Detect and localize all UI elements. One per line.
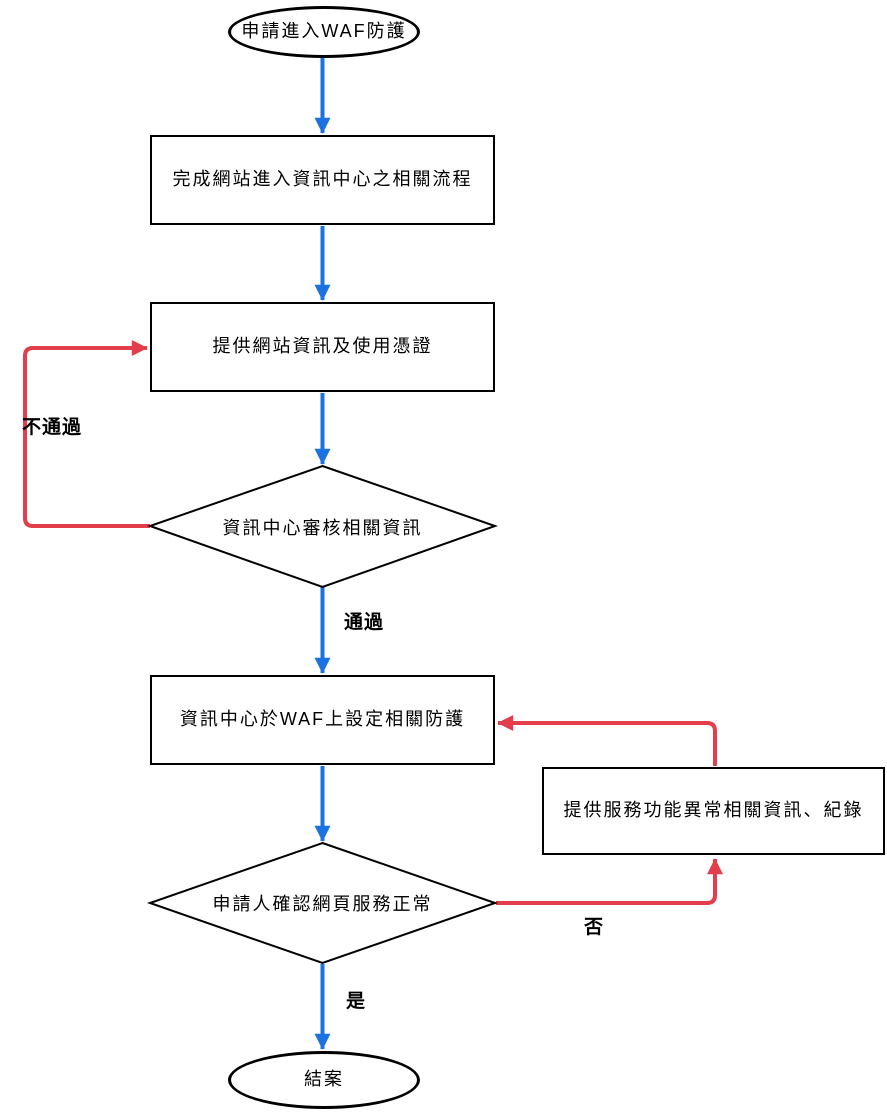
- node-decision1-label: 資訊中心審核相關資訊: [222, 517, 423, 538]
- decision1-diamond: [146, 464, 499, 589]
- edge-label-reject: 不通過: [22, 417, 83, 438]
- node-step4: 提供服務功能異常相關資訊、紀錄: [542, 767, 885, 855]
- node-step2: 提供網站資訊及使用憑證: [150, 302, 495, 392]
- edge-label-pass: 通過: [344, 612, 385, 633]
- edge-label-yes: 是: [346, 991, 367, 1012]
- node-start-label: 申請進入WAF防護: [241, 21, 407, 42]
- node-step1: 完成網站進入資訊中心之相關流程: [150, 135, 495, 225]
- node-end: 結案: [228, 1051, 420, 1109]
- node-start: 申請進入WAF防護: [228, 6, 420, 58]
- edge-step4-step3: [497, 715, 717, 766]
- node-decision2-label: 申請人確認網頁服務正常: [212, 894, 433, 914]
- node-step4-label: 提供服務功能異常相關資訊、紀錄: [563, 800, 864, 821]
- node-end-label: 結案: [304, 1069, 344, 1090]
- node-decision2: 申請人確認網頁服務正常: [150, 843, 495, 963]
- edge-decision1-step2-reject: [23, 340, 150, 528]
- node-step3-label: 資訊中心於WAF上設定相關防護: [179, 709, 466, 730]
- decision2-diamond: [146, 841, 499, 965]
- edge-decision2-step4-no: [496, 858, 723, 905]
- node-decision1: 資訊中心審核相關資訊: [150, 466, 495, 587]
- node-step1-label: 完成網站進入資訊中心之相關流程: [172, 169, 473, 190]
- edge-label-no: 否: [584, 917, 605, 938]
- node-step3: 資訊中心於WAF上設定相關防護: [150, 675, 495, 765]
- node-step2-label: 提供網站資訊及使用憑證: [212, 336, 433, 357]
